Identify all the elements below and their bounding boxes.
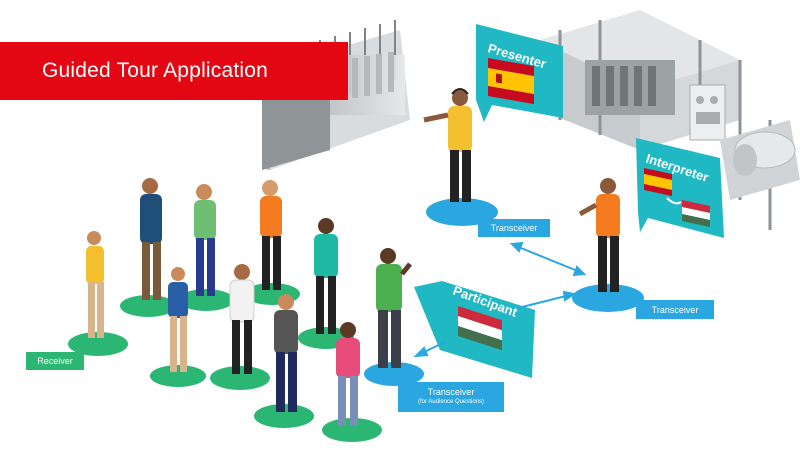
spain-flag-interpreter [644, 168, 672, 196]
transceiver-participant-label: Transceiver [427, 387, 475, 398]
transceiver-participant-badge: Transceiver (for Audience Questions) [398, 382, 504, 412]
hungary-flag-interpreter [682, 200, 710, 227]
participant-person [376, 248, 412, 368]
transceiver-participant-note: (for Audience Questions) [417, 399, 485, 406]
connection-arrows [413, 241, 587, 358]
receiver-badge: Receiver [26, 352, 84, 370]
transceiver-interpreter-badge: Transceiver [636, 300, 714, 319]
machine-right [540, 10, 800, 230]
transceiver-presenter-badge: Transceiver [478, 219, 550, 237]
spain-flag-presenter [488, 58, 534, 105]
ground-discs [68, 198, 644, 442]
people [86, 88, 620, 426]
receiver-group [86, 178, 360, 426]
participant-callout: Participant [414, 281, 535, 378]
interpreter-person [578, 178, 620, 292]
interpreter-callout: Interpreter [636, 138, 724, 238]
presenter-callout: Presenter [476, 24, 563, 122]
hungary-flag-participant [458, 306, 502, 351]
presenter-person [423, 88, 472, 202]
page-title: Guided Tour Application [0, 42, 348, 100]
